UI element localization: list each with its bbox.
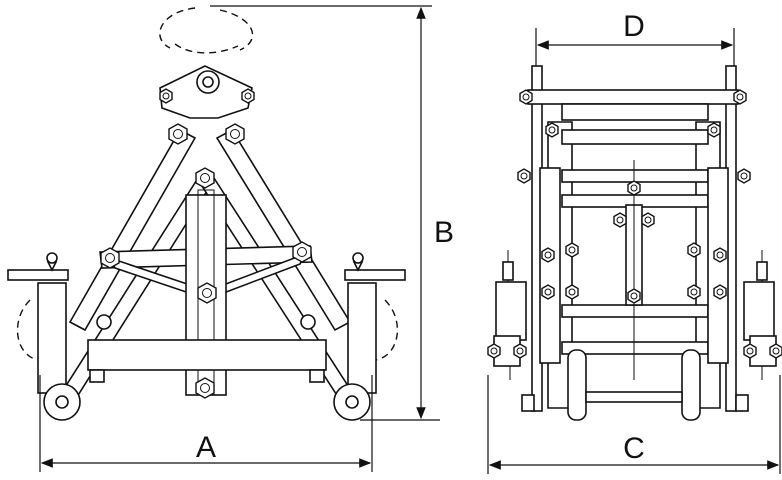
lifting-eye-outline	[159, 7, 254, 54]
label-d: D	[623, 10, 645, 43]
dimension-c: C	[487, 375, 781, 474]
front-crossbar	[87, 339, 327, 371]
dimension-b: B	[210, 5, 454, 421]
left-clamp	[7, 252, 69, 394]
side-top-bar	[527, 89, 739, 105]
label-c: C	[623, 432, 645, 465]
dimension-a: A	[39, 375, 373, 472]
side-left-wheel	[567, 349, 587, 421]
side-right-wheel	[681, 349, 701, 421]
right-clamp	[344, 252, 406, 394]
label-a: A	[196, 431, 216, 464]
front-view	[7, 7, 406, 421]
side-view	[487, 65, 782, 421]
dimension-d: D	[535, 10, 735, 66]
label-b: B	[434, 216, 454, 249]
